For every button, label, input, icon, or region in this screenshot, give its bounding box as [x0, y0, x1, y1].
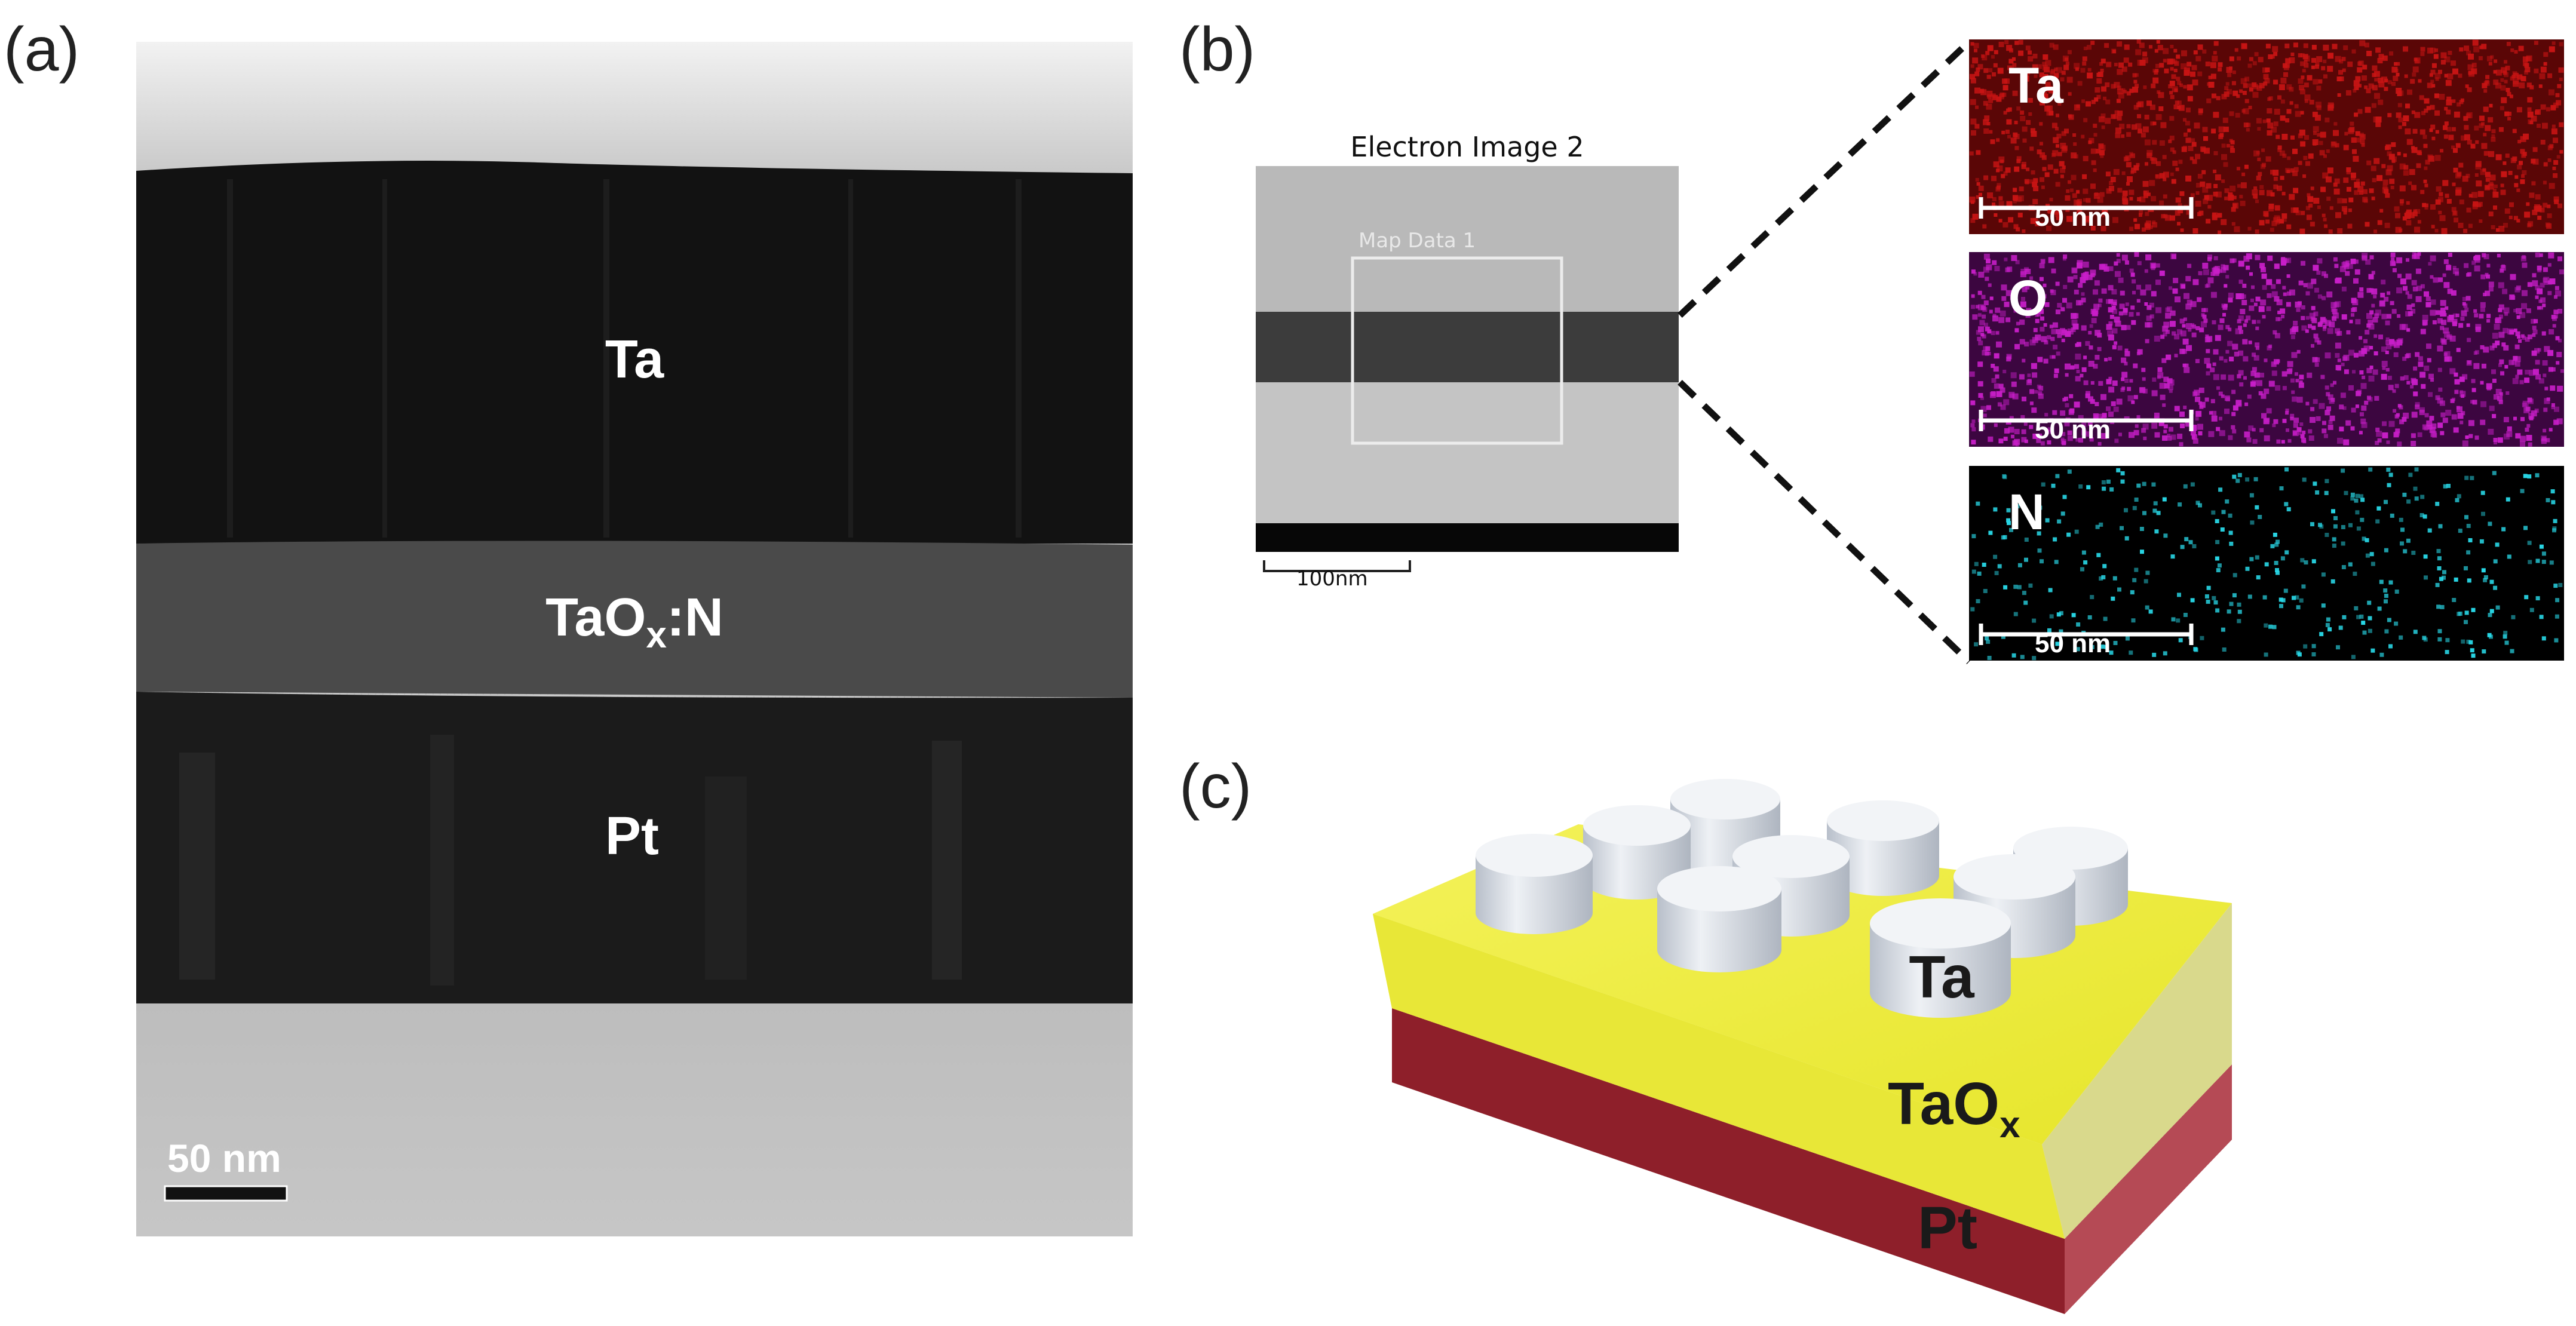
sem-scale-label: 100nm: [1296, 567, 1368, 591]
pt-layer-front: [1392, 1008, 2065, 1314]
eds-n-label: N: [2008, 484, 2045, 540]
sem-top-region: [1256, 166, 1679, 315]
tem-scale-label: 50 nm: [167, 1136, 281, 1180]
eds-n-scale-bar: [1979, 624, 2194, 645]
sem-scale-bar: [1263, 560, 1411, 572]
ta-pillar: [1657, 866, 1781, 972]
panel-b-label: (b): [1179, 15, 1255, 84]
panel-c: (c): [1179, 752, 2232, 1314]
eds-ta-scale-label: 50 nm: [2035, 202, 2111, 232]
tem-scale-bar: [164, 1185, 288, 1202]
sem-light-band: [1256, 382, 1679, 526]
tem-image: Ta TaOx:N Pt 50 nm: [136, 42, 1133, 1236]
device-schematic: Ta TaOx Pt: [1373, 779, 2232, 1314]
tem-pt-texture: [179, 735, 962, 986]
zoom-line-bottom: [1678, 380, 1971, 664]
tem-pt-layer: [136, 692, 1133, 1007]
eds-o-label: O: [2008, 270, 2047, 326]
eds-map-n: N 50 nm: [1969, 466, 2564, 661]
ta-pillar: [1476, 834, 1593, 934]
panel-c-label: (c): [1179, 752, 1252, 821]
sem-title: Electron Image 2: [1350, 131, 1584, 163]
eds-map-o: O 50 nm: [1969, 252, 2564, 447]
panel-a: (a) Ta Ta: [4, 15, 1133, 1236]
eds-ta-scale-bar: [1979, 197, 2194, 219]
sem-map-box: [1351, 256, 1563, 445]
sem-image: Electron Image 2 Map Data 1 100nm: [1256, 131, 1679, 591]
tem-top-region: [136, 42, 1133, 173]
ta-pillar: [1954, 854, 2075, 958]
schematic-ta-label: Ta: [1909, 944, 1975, 1011]
tem-ta-label: Ta: [605, 330, 664, 389]
eds-o-signal: [1969, 252, 2564, 447]
panel-b: (b) Electron Image 2 Map Data 1 100nm Ta…: [1179, 15, 2564, 664]
eds-n-signal: [1970, 467, 2563, 661]
sem-dark-band: [1256, 312, 1679, 382]
eds-ta-label: Ta: [2008, 57, 2064, 113]
zoom-line-top: [1678, 39, 1971, 318]
eds-map-ta: Ta 50 nm: [1969, 39, 2564, 234]
eds-o-scale-label: 50 nm: [2035, 415, 2111, 444]
eds-n-scale-label: 50 nm: [2035, 629, 2111, 658]
sem-bottom-band: [1256, 523, 1679, 552]
ta-pillar-labeled: [1870, 898, 2011, 1018]
ta-pillar: [1827, 800, 1939, 896]
eds-ta-signal: [1969, 39, 2564, 234]
tem-ta-texture: [227, 179, 1022, 538]
schematic-oxide-label: TaOx: [1888, 1070, 2020, 1146]
tem-substrate: [136, 1003, 1133, 1236]
tem-oxide-layer: [136, 541, 1133, 698]
eds-o-scale-bar: [1979, 410, 2194, 431]
tem-pt-label: Pt: [605, 806, 659, 866]
panel-a-label: (a): [4, 15, 79, 84]
sem-map-label: Map Data 1: [1358, 229, 1476, 253]
oxide-layer-side: [2042, 903, 2232, 1239]
pt-layer-side: [2065, 1064, 2232, 1314]
tem-ta-layer: [136, 161, 1133, 544]
tem-oxide-label: TaOx:N: [545, 588, 723, 656]
schematic-pt-label: Pt: [1918, 1195, 1977, 1261]
